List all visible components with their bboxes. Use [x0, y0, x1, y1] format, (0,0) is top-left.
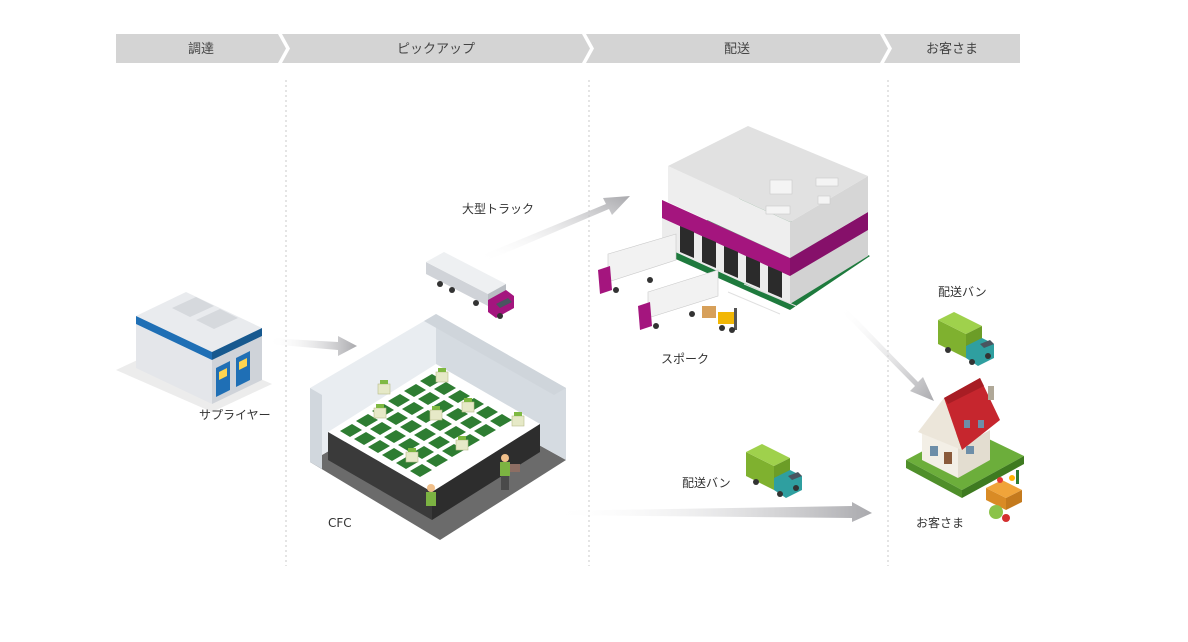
- cfc-worker-icon: [500, 454, 520, 490]
- supplier-label: サプライヤー: [199, 408, 271, 422]
- semi-truck-icon: [426, 252, 514, 319]
- spoke-label: スポーク: [661, 352, 709, 366]
- supplier-warehouse-icon: [116, 292, 272, 412]
- stage-chevron-pickup: ピックアップ: [282, 34, 590, 63]
- stage-label-pickup: ピックアップ: [397, 42, 475, 57]
- stage-chevron-procurement: 調達: [116, 34, 286, 63]
- van-from-cfc-label: 配送バン: [682, 475, 731, 490]
- docked-truck-2-icon: [638, 269, 719, 330]
- arrow-cfc-to-customer: [548, 502, 872, 522]
- docked-truck-1-icon: [598, 233, 677, 294]
- dock-lane-lines: [727, 283, 797, 315]
- stage-label-delivery: 配送: [724, 42, 750, 57]
- forklift-icon: [702, 306, 737, 333]
- cfc-label: CFC: [328, 516, 352, 530]
- delivery-van-icon: [938, 312, 994, 366]
- stage-label-customer: お客さま: [926, 41, 978, 57]
- grocery-basket-icon: [986, 470, 1022, 522]
- stage-dividers: [285, 80, 889, 566]
- cfc-worker-2-icon: [426, 484, 436, 506]
- arrow-truck-to-spoke: [480, 196, 630, 262]
- spoke-depot-icon: [598, 126, 870, 333]
- stage-label-procurement: 調達: [188, 42, 214, 57]
- flow-arrows: [268, 196, 934, 522]
- cfc-robot-tops: [376, 368, 522, 452]
- van-from-spoke-label: 配送バン: [938, 284, 987, 299]
- delivery-van-icon: [746, 444, 802, 498]
- customer-label: お客さま: [916, 515, 964, 530]
- large-truck-label: 大型トラック: [462, 202, 534, 216]
- spoke-dock-doors: [680, 226, 782, 298]
- cfc-grid-icon: [310, 314, 566, 540]
- stage-chevron-delivery: 配送: [586, 34, 888, 63]
- arrow-spoke-to-customer: [840, 306, 934, 401]
- customer-house-icon: [906, 378, 1024, 498]
- stage-header: 調達 ピックアップ 配送 お客さま: [116, 34, 1020, 63]
- stage-chevron-customer: お客さま: [884, 34, 1020, 63]
- arrow-supplier-to-cfc: [268, 336, 357, 356]
